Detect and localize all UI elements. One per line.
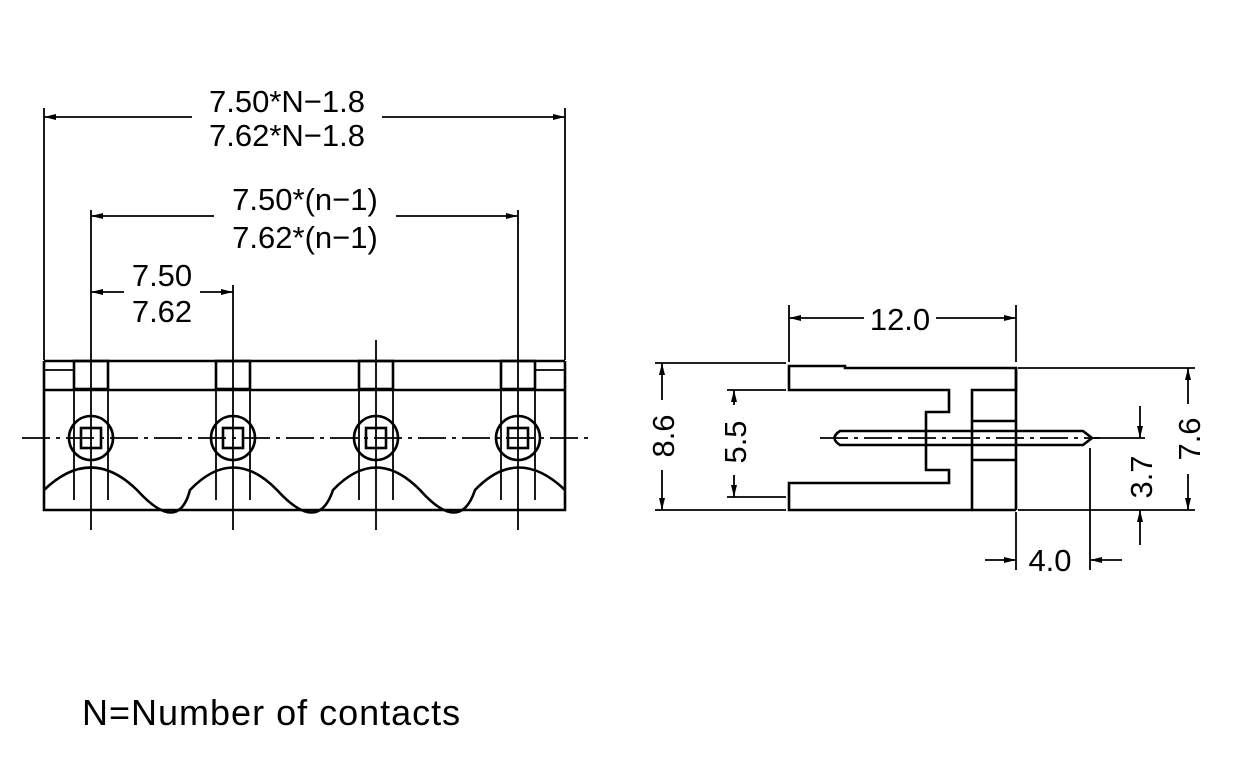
side-view: 12.0 8.6 5.5 7.6 3.7 — [646, 302, 1207, 578]
pin-height-label: 3.7 — [1124, 455, 1159, 498]
overall-width-dimension: 7.50*N−1.8 7.62*N−1.8 — [44, 84, 565, 153]
height-label: 8.6 — [646, 414, 681, 457]
side-pin — [820, 429, 1100, 447]
pitch-dimension: 7.50 7.62 — [91, 258, 233, 329]
body-height-label: 7.6 — [1172, 417, 1207, 460]
pin-length-dimension: 4.0 — [985, 543, 1122, 578]
contacts-note: N=Number of contacts — [82, 692, 461, 733]
length-dimension: 12.0 — [789, 302, 1016, 337]
front-pins — [67, 414, 542, 462]
length-label: 12.0 — [870, 302, 930, 337]
overall-width-label-1: 7.50*N−1.8 — [209, 84, 365, 119]
inner-height-dimension: 5.5 — [718, 390, 753, 497]
pin-3 — [352, 414, 400, 462]
inner-height-label: 5.5 — [718, 420, 753, 463]
body-height-dimension: 7.6 — [1172, 368, 1207, 510]
front-view: 7.50*N−1.8 7.62*N−1.8 7.50*(n−1) 7.62*(n… — [22, 84, 590, 530]
pitch-label-1: 7.50 — [132, 258, 192, 293]
overall-width-label-2: 7.62*N−1.8 — [209, 118, 365, 153]
front-body — [42, 359, 567, 514]
span-label-2: 7.62*(n−1) — [232, 220, 378, 255]
pin-1 — [67, 414, 115, 462]
height-dimension: 8.6 — [646, 363, 681, 510]
side-body-section — [787, 364, 1018, 512]
pin-height-dimension: 3.7 — [1124, 406, 1159, 545]
span-label-1: 7.50*(n−1) — [232, 182, 378, 217]
pin-4 — [494, 414, 542, 462]
pin-2 — [209, 414, 257, 462]
pitch-label-2: 7.62 — [132, 294, 192, 329]
span-dimension: 7.50*(n−1) 7.62*(n−1) — [91, 182, 518, 255]
pin-length-label: 4.0 — [1028, 543, 1071, 578]
